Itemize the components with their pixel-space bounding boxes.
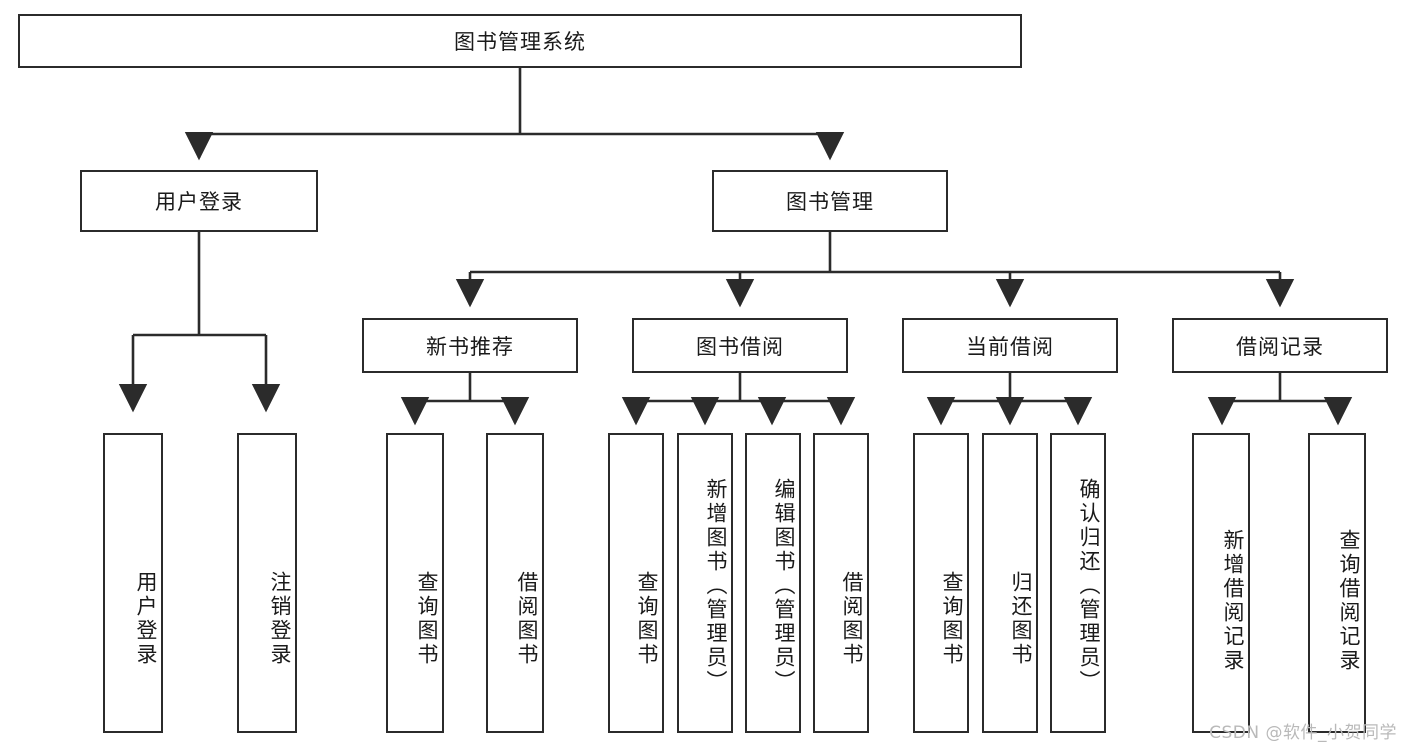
node-leaf-user-logout[interactable]: 注销登录 — [237, 433, 297, 733]
node-leaf-query-book-1-label: 查询图书 — [415, 571, 439, 667]
node-leaf-borrow-book-1[interactable]: 借阅图书 — [486, 433, 544, 733]
node-leaf-edit-book-label: 编辑图书（管理员） — [772, 478, 796, 694]
node-leaf-query-book-2[interactable]: 查询图书 — [608, 433, 664, 733]
node-leaf-borrow-book-2[interactable]: 借阅图书 — [813, 433, 869, 733]
node-leaf-add-book-label: 新增图书（管理员） — [704, 478, 728, 694]
node-leaf-add-record[interactable]: 新增借阅记录 — [1192, 433, 1250, 733]
node-leaf-borrow-book-1-label: 借阅图书 — [515, 571, 539, 667]
node-root-label: 图书管理系统 — [454, 30, 586, 54]
node-borrow-record-label: 借阅记录 — [1236, 334, 1324, 359]
node-leaf-user-login[interactable]: 用户登录 — [103, 433, 163, 733]
node-book-management[interactable]: 图书管理 — [712, 170, 948, 232]
node-leaf-borrow-book-2-label: 借阅图书 — [840, 571, 864, 667]
node-leaf-query-book-1[interactable]: 查询图书 — [386, 433, 444, 733]
node-current-borrow[interactable]: 当前借阅 — [902, 318, 1118, 373]
node-leaf-query-book-3-label: 查询图书 — [940, 571, 964, 667]
node-new-book-recommend-label: 新书推荐 — [426, 334, 514, 359]
node-leaf-add-book[interactable]: 新增图书（管理员） — [677, 433, 733, 733]
node-leaf-query-record-label: 查询借阅记录 — [1337, 529, 1361, 673]
node-leaf-add-record-label: 新增借阅记录 — [1221, 529, 1245, 673]
node-root[interactable]: 图书管理系统 — [18, 14, 1022, 68]
node-new-book-recommend[interactable]: 新书推荐 — [362, 318, 578, 373]
node-user-login[interactable]: 用户登录 — [80, 170, 318, 232]
node-leaf-query-book-2-label: 查询图书 — [635, 571, 659, 667]
node-borrow-record[interactable]: 借阅记录 — [1172, 318, 1388, 373]
node-leaf-query-record[interactable]: 查询借阅记录 — [1308, 433, 1366, 733]
node-leaf-return-book-label: 归还图书 — [1009, 571, 1033, 667]
node-book-management-label: 图书管理 — [786, 190, 874, 214]
node-user-login-label: 用户登录 — [155, 190, 243, 214]
node-leaf-user-logout-label: 注销登录 — [268, 571, 292, 667]
node-leaf-edit-book[interactable]: 编辑图书（管理员） — [745, 433, 801, 733]
node-leaf-user-login-label: 用户登录 — [134, 571, 158, 667]
node-leaf-return-book[interactable]: 归还图书 — [982, 433, 1038, 733]
node-leaf-query-book-3[interactable]: 查询图书 — [913, 433, 969, 733]
node-book-borrow[interactable]: 图书借阅 — [632, 318, 848, 373]
node-leaf-confirm-return-label: 确认归还（管理员） — [1077, 478, 1101, 694]
node-book-borrow-label: 图书借阅 — [696, 334, 784, 359]
node-current-borrow-label: 当前借阅 — [966, 334, 1054, 359]
node-leaf-confirm-return[interactable]: 确认归还（管理员） — [1050, 433, 1106, 733]
